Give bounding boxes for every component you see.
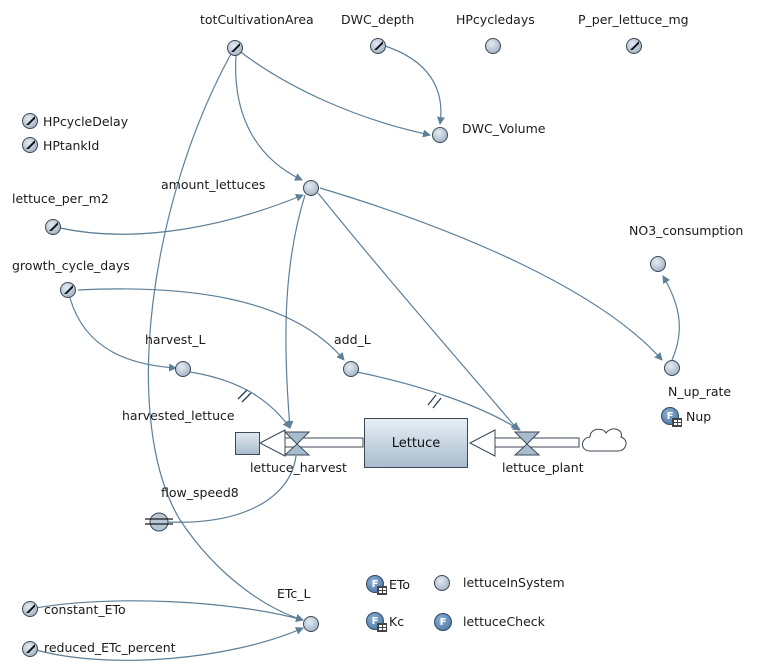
lettuce-stock[interactable]: Lettuce	[364, 418, 468, 468]
link-reduced_ETc_percent-to-ETc_L	[35, 627, 304, 661]
lettuce_per_m2-label: lettuce_per_m2	[12, 191, 109, 206]
reduced_ETc_percent-label: reduced_ETc_percent	[44, 640, 176, 655]
link-DWC_depth-to-DWC_Volume	[381, 44, 445, 125]
NO3_consumption-node[interactable]	[650, 256, 666, 272]
Nup-table-icon	[672, 418, 682, 427]
ETc_L-label: ETc_L	[277, 586, 311, 601]
HPtankId-node[interactable]	[22, 137, 38, 153]
link-amount_lettuces-to-N_up_rate	[319, 187, 663, 361]
DWC_Volume-label: DWC_Volume	[462, 121, 546, 136]
delay-mark-harvest	[237, 389, 248, 400]
harvest_L-label: harvest_L	[145, 332, 206, 347]
DWC_depth-node[interactable]	[370, 38, 386, 54]
HPcycledays-label: HPcycledays	[456, 12, 535, 27]
delay-mark-plant	[427, 394, 437, 406]
link-growth_cycle_days-to-add_L	[77, 288, 345, 361]
ETo-table-icon	[377, 586, 387, 595]
lettuce-stock-label: Lettuce	[391, 435, 441, 451]
Kc-label: Kc	[389, 614, 405, 629]
add_L-node[interactable]	[343, 361, 359, 377]
HPcycleDelay-node[interactable]	[22, 113, 38, 129]
link-amount_lettuces-to-lettuce_plant	[317, 192, 519, 431]
lettuce_per_m2-node[interactable]	[45, 219, 61, 235]
growth_cycle_days-label: growth_cycle_days	[12, 258, 130, 273]
Nup-label: Nup	[686, 409, 712, 424]
amount_lettuces-label: amount_lettuces	[161, 177, 266, 192]
link-add_L-to-lettuce_plant	[356, 371, 521, 431]
link-lettuce_per_m2-to-amount_lettuces	[59, 193, 304, 235]
lettuce_plant-label: lettuce_plant	[502, 460, 584, 475]
lettuceCheck-label: lettuceCheck	[463, 614, 545, 629]
lettuceInSystem-node[interactable]	[434, 575, 450, 591]
HPcycledays-node[interactable]	[485, 38, 501, 54]
constant_ETo-node[interactable]	[22, 601, 38, 617]
harvested_lettuce-label: harvested_lettuce	[122, 408, 235, 423]
DWC_depth-label: DWC_depth	[341, 12, 415, 27]
link-constant_ETo-to-ETc_L	[35, 600, 304, 623]
DWC_Volume-node[interactable]	[432, 127, 448, 143]
amount_lettuces-node[interactable]	[303, 180, 319, 196]
cloud-source	[582, 428, 627, 452]
constant_ETo-label: constant_ETo	[44, 602, 126, 617]
lettuce_harvest-label: lettuce_harvest	[250, 460, 347, 475]
flow_speed8-node	[145, 512, 173, 532]
NO3_consumption-label: NO3_consumption	[629, 223, 744, 238]
Kc-table-icon	[377, 623, 387, 632]
flow-pipe-lettuce_harvest	[258, 429, 364, 457]
lettuceCheck-function-icon[interactable]: F	[434, 613, 452, 631]
P_per_lettuce_mg-label: P_per_lettuce_mg	[578, 12, 689, 27]
flow_speed8-label: flow_speed8	[161, 485, 239, 500]
totCultivationArea-node[interactable]	[227, 40, 243, 56]
ETc_L-node[interactable]	[303, 616, 319, 632]
flow-pipe-lettuce_plant	[468, 429, 580, 457]
totCultivationArea-label: totCultivationArea	[200, 12, 314, 27]
harvest_L-node[interactable]	[175, 361, 191, 377]
add_L-label: add_L	[334, 332, 371, 347]
ETo-label: ETo	[389, 577, 411, 592]
N_up_rate-node[interactable]	[664, 360, 680, 376]
harvest-sink[interactable]	[235, 432, 260, 455]
link-flow_speed8-to-lettuce_harvest	[167, 455, 297, 523]
N_up_rate-label: N_up_rate	[668, 384, 732, 399]
link-totCultivationArea-to-DWC_Volume	[237, 49, 431, 138]
link-totCultivationArea-to-ETc_L	[147, 51, 304, 622]
lettuceInSystem-label: lettuceInSystem	[463, 575, 565, 590]
growth_cycle_days-node[interactable]	[60, 282, 76, 298]
P_per_lettuce_mg-node[interactable]	[626, 38, 642, 54]
link-growth_cycle_days-to-harvest_L	[69, 297, 177, 372]
link-amount_lettuces-to-lettuce_harvest	[285, 194, 306, 429]
link-N_up_rate-to-NO3_consumption	[662, 275, 680, 361]
HPcycleDelay-label: HPcycleDelay	[43, 114, 129, 129]
link-harvest_L-to-lettuce_harvest	[189, 371, 291, 429]
reduced_ETc_percent-node[interactable]	[22, 641, 38, 657]
link-totCultivationArea-to-amount_lettuces	[235, 54, 303, 181]
HPtankId-label: HPtankId	[43, 138, 100, 153]
